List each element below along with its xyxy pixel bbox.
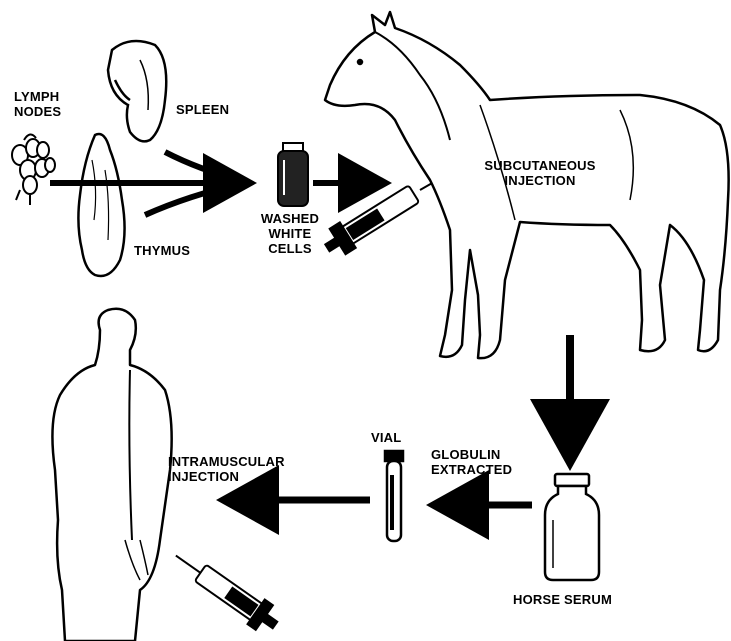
thymus-drawing [78,134,124,276]
lymph-nodes-drawing [12,134,55,205]
label-thymus: THYMUS [134,243,190,258]
patient-drawing [52,309,171,641]
label-globulin-extracted: GLOBULIN EXTRACTED [431,447,512,477]
label-subcutaneous-injection: SUBCUTANEOUS INJECTION [470,158,610,188]
washed-cells-bottle [278,143,308,206]
label-lymph-nodes: LYMPH NODES [14,89,61,119]
horse-serum-bottle [545,474,599,580]
label-vial: VIAL [371,430,401,445]
label-spleen: SPLEEN [176,102,229,117]
vial-drawing [385,451,403,541]
label-washed-white-cells: WASHED WHITE CELLS [250,211,330,256]
label-intramuscular-injection: INTRAMUSCULAR INJECTION [168,454,285,484]
label-horse-serum: HORSE SERUM [513,592,612,607]
spleen-drawing [108,41,166,141]
syringe-lower [167,543,283,637]
